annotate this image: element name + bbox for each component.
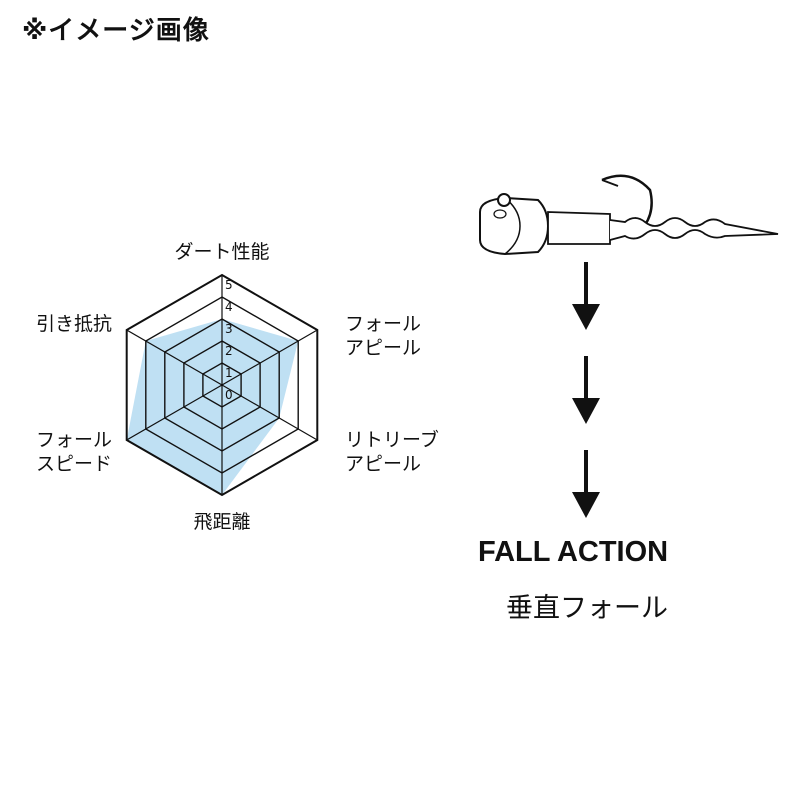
radar-spoke [221,384,318,441]
radar-axis-label: ダート性能 [174,241,269,263]
radar-axis-label: フォールアピール [345,313,421,359]
radar-axis-label: フォールスピード [36,429,112,475]
jig-lure-illustration [479,174,779,256]
radar-tick-label: 1 [225,366,233,380]
radar-axis-label: リトリーブアピール [345,428,439,475]
down-arrow-icon [572,450,600,518]
radar-spoke [221,329,318,386]
radar-axis-label: 飛距離 [193,511,250,533]
radar-tick-label: 0 [225,388,233,402]
radar-spoke [126,384,223,441]
radar-data-area [126,319,299,495]
radar-tick-label: 2 [225,344,233,358]
radar-tick-label: 4 [225,300,233,314]
image-note: ※イメージ画像 [22,16,210,46]
radar-tick-label: 3 [225,322,233,336]
down-arrow-icon [572,262,600,330]
fall-action-subtitle: 垂直フォール [506,593,668,624]
down-arrow-icon [572,356,600,424]
radar-axis-label: 引き抵抗 [36,313,112,335]
radar-spoke [126,329,223,386]
fall-action-title: FALL ACTION [478,536,669,568]
radar-tick-label: 5 [225,278,233,292]
